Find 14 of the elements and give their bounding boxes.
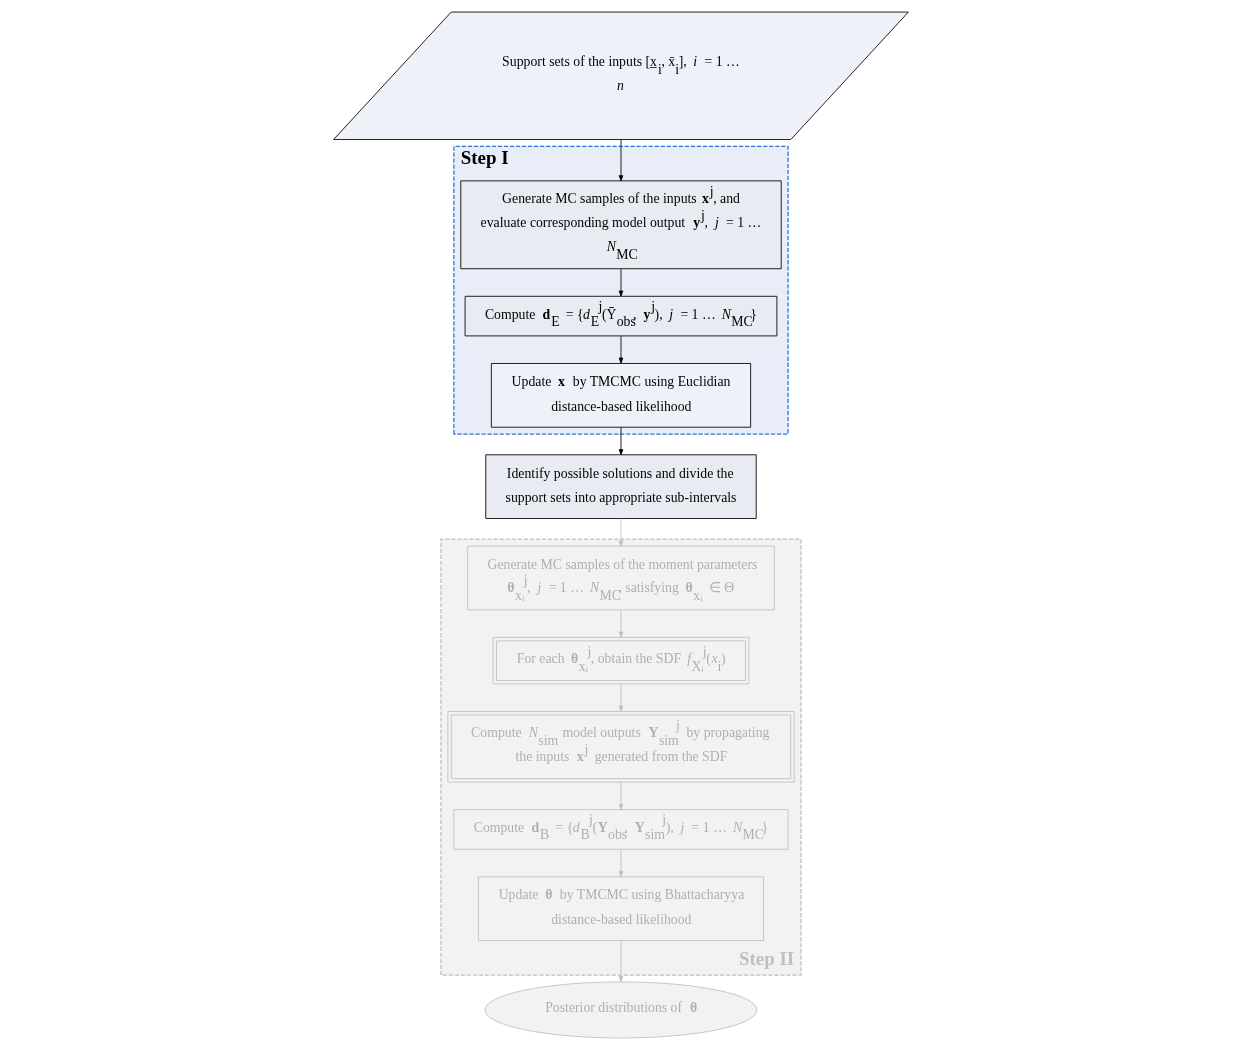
arrow xyxy=(618,683,623,712)
node-ellipse: Posterior distributions of θ xyxy=(484,981,757,1039)
arrow xyxy=(618,609,623,638)
arrow xyxy=(618,139,623,182)
node-box: Update x by TMCMC using Euclidian distance-based likelihood xyxy=(490,363,751,428)
arrow xyxy=(618,940,623,983)
arrow xyxy=(618,268,623,297)
arrow xyxy=(618,849,623,877)
node-box: Identify possible solutions and divide the support sets into appropriate sub-intervals xyxy=(484,454,757,519)
arrow xyxy=(618,781,623,810)
arrow xyxy=(618,426,623,456)
arrow xyxy=(618,518,623,547)
node-box: Update θ by TMCMC using Bhattacharyya distance-based likelihood xyxy=(477,876,764,941)
arrow xyxy=(618,335,623,364)
